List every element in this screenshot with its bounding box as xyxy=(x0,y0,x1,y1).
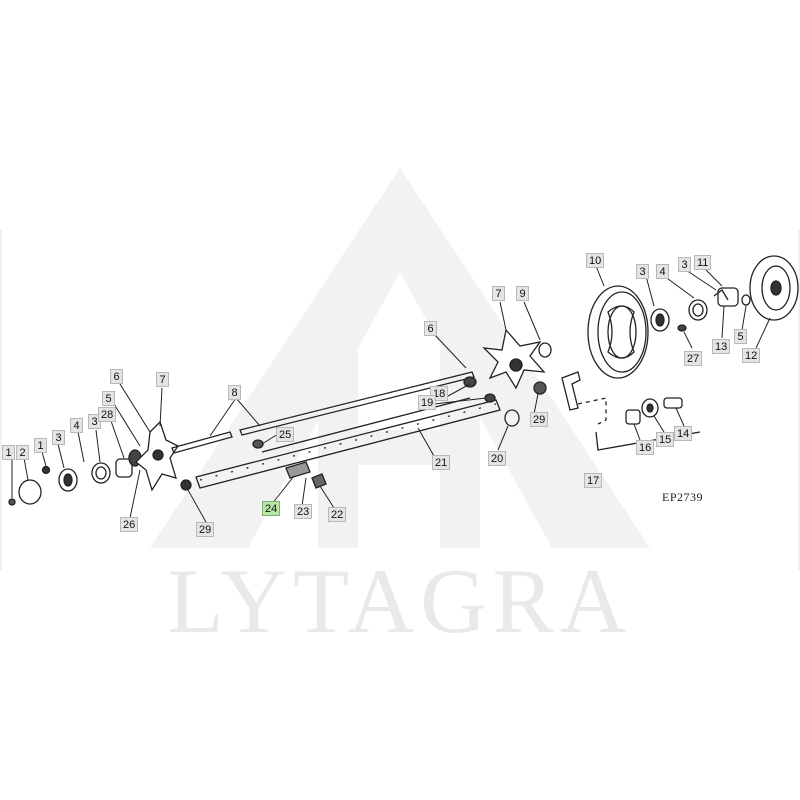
callout-20[interactable]: 20 xyxy=(488,451,507,466)
callout-9[interactable]: 9 xyxy=(516,286,529,301)
callout-7[interactable]: 7 xyxy=(156,372,169,387)
callout-27[interactable]: 27 xyxy=(684,351,703,366)
callout-3[interactable]: 3 xyxy=(52,430,65,445)
callout-8[interactable]: 8 xyxy=(228,385,241,400)
callout-5[interactable]: 5 xyxy=(102,391,115,406)
callout-23[interactable]: 23 xyxy=(294,504,313,519)
callout-16[interactable]: 16 xyxy=(636,440,655,455)
callout-29[interactable]: 29 xyxy=(196,522,215,537)
callout-2[interactable]: 2 xyxy=(16,445,29,460)
callout-21[interactable]: 21 xyxy=(432,455,451,470)
watermark-text: LYTAGRA xyxy=(167,550,633,652)
callout-29[interactable]: 29 xyxy=(530,412,549,427)
callout-1[interactable]: 1 xyxy=(2,445,15,460)
callout-28[interactable]: 28 xyxy=(98,407,117,422)
callout-5[interactable]: 5 xyxy=(734,329,747,344)
callout-26[interactable]: 26 xyxy=(120,517,139,532)
callout-22[interactable]: 22 xyxy=(328,507,347,522)
shafts xyxy=(171,371,501,489)
callout-24[interactable]: 24 xyxy=(262,501,281,516)
callout-1[interactable]: 1 xyxy=(34,438,47,453)
center-small-parts xyxy=(252,439,327,489)
left-end-parts xyxy=(8,449,142,506)
callout-3[interactable]: 3 xyxy=(678,257,691,272)
callout-19[interactable]: 19 xyxy=(418,395,437,410)
callout-14[interactable]: 14 xyxy=(674,426,693,441)
lower-right-parts xyxy=(625,397,683,425)
callout-3[interactable]: 3 xyxy=(636,264,649,279)
callout-25[interactable]: 25 xyxy=(276,427,295,442)
callout-6[interactable]: 6 xyxy=(424,321,437,336)
large-pulley xyxy=(587,285,649,379)
callout-12[interactable]: 12 xyxy=(742,348,761,363)
callout-17[interactable]: 17 xyxy=(584,473,603,488)
left-spider xyxy=(135,420,192,492)
callout-15[interactable]: 15 xyxy=(656,432,675,447)
callout-4[interactable]: 4 xyxy=(656,264,669,279)
callout-13[interactable]: 13 xyxy=(712,339,731,354)
callout-6[interactable]: 6 xyxy=(110,369,123,384)
callout-7[interactable]: 7 xyxy=(492,286,505,301)
right-spider xyxy=(463,328,552,427)
callout-4[interactable]: 4 xyxy=(70,418,83,433)
callout-10[interactable]: 10 xyxy=(586,253,605,268)
leader-lines xyxy=(11,265,771,523)
right-bearings xyxy=(650,255,799,332)
drawing-code: EP2739 xyxy=(662,490,704,504)
callout-11[interactable]: 11 xyxy=(694,255,712,270)
